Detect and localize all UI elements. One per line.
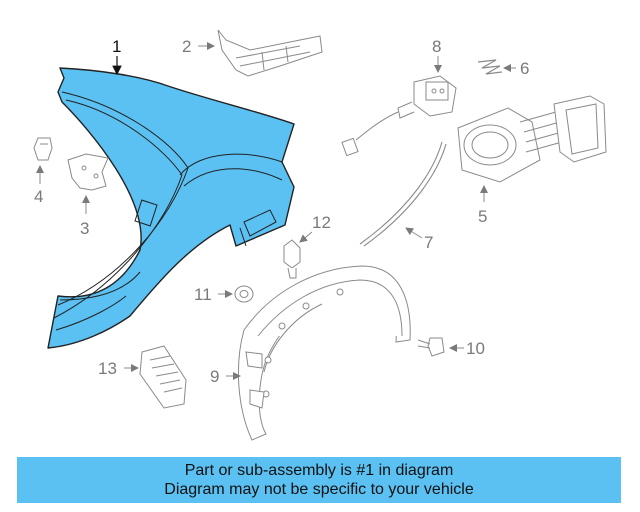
- callout-10: 10: [466, 339, 485, 358]
- callout-5: 5: [478, 207, 487, 226]
- callout-9: 9: [210, 367, 219, 386]
- callout-13: 13: [98, 359, 117, 378]
- fuel-door-part-5[interactable]: [457, 95, 607, 183]
- wheelhouse-liner-part-9[interactable]: [237, 265, 411, 441]
- clip-part-4[interactable]: [33, 137, 53, 161]
- callout-12: 12: [312, 213, 331, 232]
- callout-6: 6: [520, 59, 529, 78]
- callout-1: 1: [112, 37, 121, 56]
- vent-part-13[interactable]: [139, 345, 187, 409]
- callout-3: 3: [80, 219, 89, 238]
- spring-part-6[interactable]: [477, 59, 503, 75]
- callout-2: 2: [182, 37, 191, 56]
- banner-line-1: Part or sub-assembly is #1 in diagram: [184, 462, 454, 479]
- info-banner: Part or sub-assembly is #1 in diagram Di…: [17, 457, 621, 503]
- clip-part-12[interactable]: [283, 239, 301, 279]
- callout-11: 11: [194, 285, 212, 304]
- quarter-panel-part-1[interactable]: [47, 67, 295, 349]
- extension-part-2[interactable]: [217, 29, 323, 77]
- callout-8: 8: [432, 37, 441, 56]
- cable-part-7[interactable]: [359, 141, 447, 247]
- callout-7: 7: [424, 233, 433, 252]
- bolt-part-10[interactable]: [417, 337, 445, 357]
- callout-4: 4: [34, 187, 43, 206]
- banner-line-2: Diagram may not be specific to your vehi…: [164, 481, 474, 498]
- bolt-part-11[interactable]: [234, 285, 254, 303]
- actuator-part-8[interactable]: [341, 75, 457, 157]
- bracket-part-3[interactable]: [67, 153, 109, 191]
